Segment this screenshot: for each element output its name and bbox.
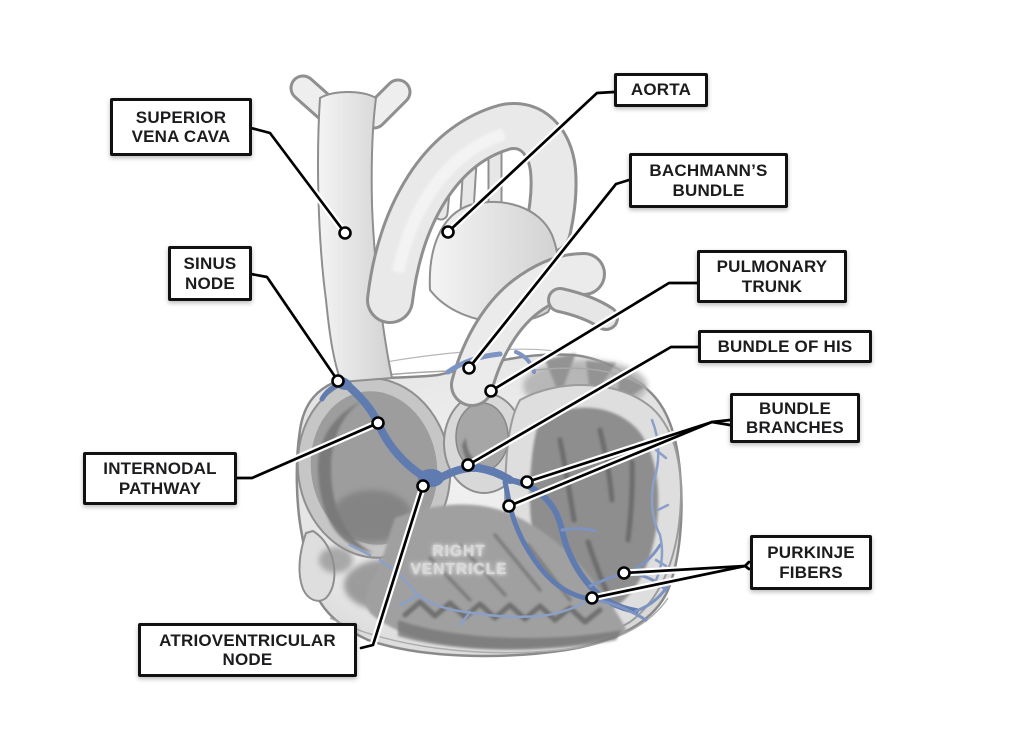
label-bundle-branches: BUNDLE BRANCHES: [730, 393, 860, 443]
label-pulmonary-trunk: PULMONARY TRUNK: [697, 250, 847, 303]
label-text: AORTA: [630, 80, 692, 100]
right-auricle: [298, 529, 336, 602]
label-bachmanns-bundle: BACHMANN’S BUNDLE: [629, 153, 788, 208]
label-aorta: AORTA: [614, 73, 708, 107]
label-text: VENA CAVA: [131, 127, 231, 146]
leader-dot: [371, 416, 385, 430]
label-atrioventricular-node: ATRIOVENTRICULAR NODE: [138, 623, 357, 677]
right-bundle-branch: [502, 479, 593, 602]
label-text: BUNDLE: [672, 180, 745, 200]
label-sinus-node: SINUS NODE: [168, 246, 252, 301]
bundle-of-his: [438, 463, 514, 484]
right-ventricle-label-line2: VENTRICLE: [411, 561, 508, 578]
leader-dot: [416, 479, 430, 493]
label-text: PATHWAY: [118, 478, 202, 498]
leader-dot: [585, 591, 599, 605]
label-superior-vena-cava: SUPERIOR VENA CAVA: [110, 98, 252, 156]
label-text: TRUNK: [741, 276, 803, 296]
leader-dot: [617, 566, 631, 580]
label-text: FIBERS: [779, 562, 843, 582]
leader-dot: [520, 475, 534, 489]
right-ventricle-inline-label: RIGHT VENTRICLE: [411, 543, 508, 578]
leader-dot: [484, 384, 498, 398]
label-text: ATRIOVENTRICULAR: [159, 630, 336, 650]
label-text: BACHMANN’S: [649, 161, 768, 181]
leader-dot: [441, 225, 455, 239]
leader-lines: [232, 88, 753, 652]
label-text: INTERNODAL: [103, 459, 217, 479]
label-text: PULMONARY: [716, 257, 828, 277]
leader-dots: [331, 225, 631, 605]
label-purkinje-fibers: PURKINJE FIBERS: [750, 535, 872, 590]
label-text: BUNDLE OF HIS: [717, 336, 853, 356]
label-text: BUNDLE: [758, 398, 832, 418]
label-text: NODE: [185, 273, 235, 293]
label-text: PURKINJE: [767, 543, 855, 563]
label-bundle-of-his: BUNDLE OF HIS: [698, 330, 872, 363]
leader-dot: [331, 374, 345, 388]
label-text: SINUS: [183, 254, 237, 274]
label-text: SUPERIOR: [135, 107, 227, 127]
leader-dot: [462, 361, 476, 375]
leader-dot: [502, 499, 516, 513]
label-internodal-pathway: INTERNODAL PATHWAY: [83, 452, 237, 505]
leader-dot: [338, 226, 352, 240]
right-ventricle-label-line1: RIGHT: [432, 543, 485, 560]
leader-dot: [461, 458, 475, 472]
label-text: NODE: [222, 650, 273, 669]
label-text: BRANCHES: [746, 418, 844, 437]
